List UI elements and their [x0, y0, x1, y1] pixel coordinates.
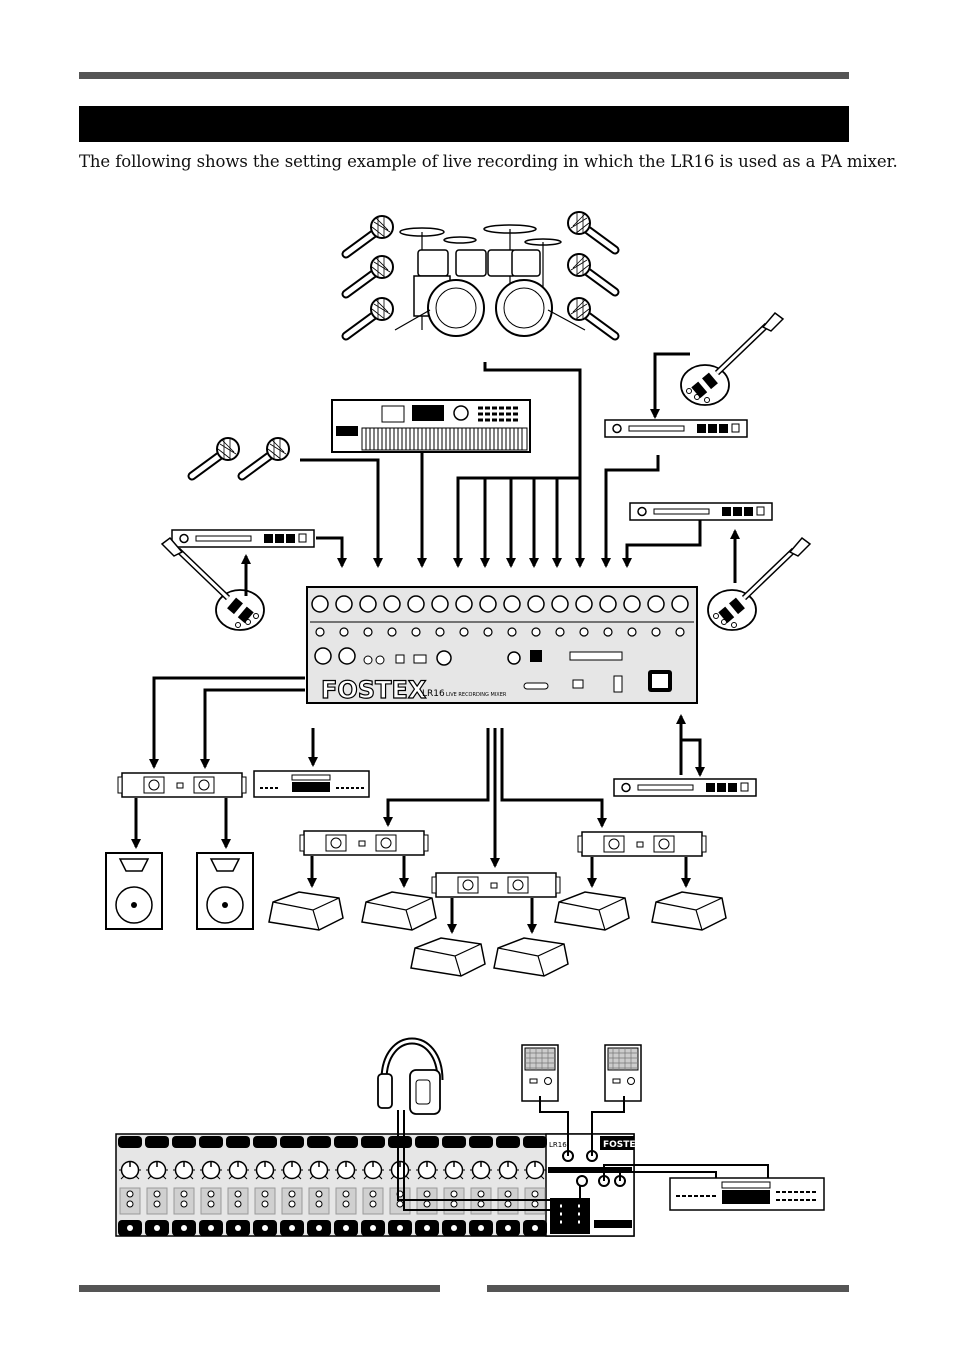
- power-amp-monitor-left: [299, 830, 429, 856]
- overhead-mic-2: [346, 256, 393, 294]
- rear-panel-model: LR16: [422, 689, 445, 699]
- floor-monitor-5: [554, 891, 630, 931]
- floor-monitor-1: [268, 891, 344, 931]
- studio-monitor-left: [521, 1044, 559, 1102]
- rear-panel-brand: FOSTEX: [321, 676, 427, 704]
- connection-cables: [131, 352, 740, 934]
- headphones-icon: [377, 1037, 444, 1115]
- power-amp-monitor-right: [577, 831, 707, 857]
- floor-monitor-2: [361, 891, 437, 931]
- lr16-top-panel: FOSTEX LR16: [115, 1133, 643, 1237]
- drum-kit-icon: [346, 212, 615, 336]
- pa-speaker-left: [105, 852, 163, 930]
- intro-text: The following shows the setting example …: [79, 152, 898, 171]
- electric-guitar-left: [162, 538, 264, 630]
- overhead-mic-1: [346, 216, 393, 254]
- lr16-rear-panel: FOSTEX LR16 LIVE RECORDING MIXER: [306, 586, 698, 705]
- effects-rack-upper-right: [604, 419, 748, 438]
- electric-guitar-right: [708, 538, 810, 630]
- studio-cables: [397, 1096, 769, 1211]
- vocal-mic-1: [192, 438, 239, 476]
- cd-recorder-icon: [253, 770, 370, 798]
- pa-speaker-right: [196, 852, 254, 930]
- floor-monitor-4: [493, 937, 569, 977]
- rear-panel-model-subtitle: LIVE RECORDING MIXER: [446, 692, 507, 698]
- footer-rule-right: [487, 1285, 849, 1292]
- footer-rule-left: [79, 1285, 440, 1292]
- floor-monitor-3: [410, 937, 486, 977]
- top-panel-brand: FOSTEX: [603, 1140, 643, 1150]
- top-panel-model: LR16: [549, 1141, 567, 1149]
- floor-monitor-6: [651, 891, 727, 931]
- keyboard-icon: [331, 399, 531, 453]
- studio-monitor-right: [604, 1044, 642, 1102]
- section-title-bar: [79, 106, 849, 142]
- power-amp-main: [117, 772, 247, 798]
- effects-rack-lower-right: [613, 778, 757, 797]
- overhead-mic-4: [568, 212, 615, 250]
- overhead-mic-6: [568, 298, 615, 336]
- top-rule: [79, 72, 849, 79]
- effects-rack-left: [171, 529, 315, 548]
- effects-rack-right: [629, 502, 773, 521]
- overhead-mic-3: [346, 298, 393, 336]
- power-amp-monitor-center: [431, 872, 561, 898]
- vocal-mic-2: [242, 438, 289, 476]
- electric-guitar-top-right: [681, 313, 783, 405]
- cd-player-icon: [669, 1177, 825, 1211]
- overhead-mic-5: [568, 254, 615, 292]
